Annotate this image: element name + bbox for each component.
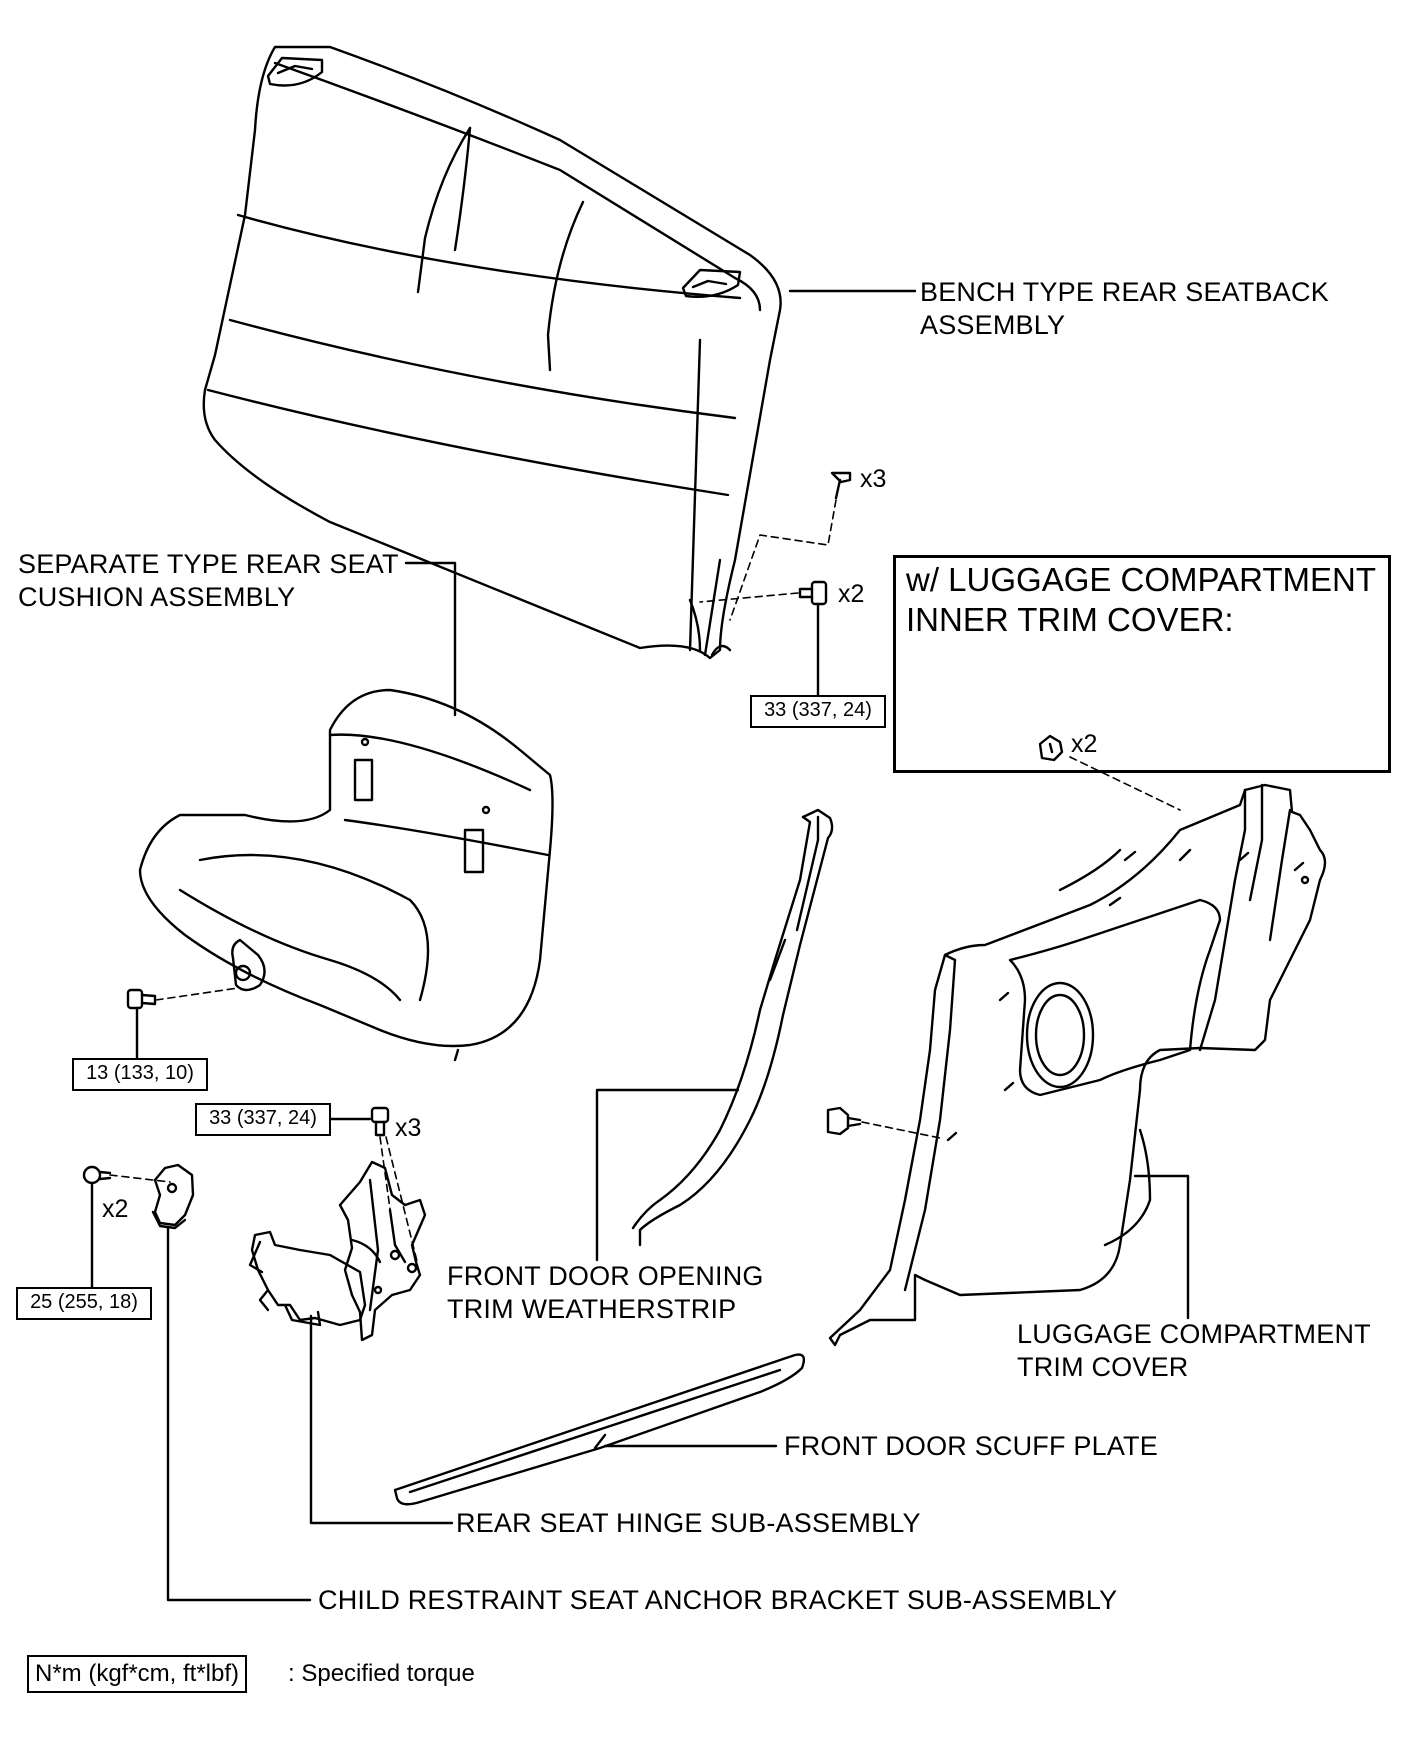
inset-clip-icon — [1038, 734, 1064, 762]
hinge-label-leader — [309, 1314, 454, 1525]
rear-seatback-drawing — [202, 45, 782, 660]
luggage-clip-icon — [826, 1106, 862, 1136]
inner-trim-cover-inset: w/ LUGGAGE COMPARTMENT INNER TRIM COVER:… — [893, 555, 1391, 773]
inset-title-line-2: INNER TRIM COVER: — [906, 601, 1234, 638]
seatback-clip-quantity: x3 — [860, 465, 887, 493]
anchor-bolt-leader — [109, 1174, 171, 1183]
hinge-torque-box: 33 (337, 24) — [195, 1103, 331, 1136]
luggage-trim-label: LUGGAGE COMPARTMENT TRIM COVER — [1017, 1318, 1371, 1384]
seatback-bolt-quantity: x2 — [838, 580, 865, 608]
hinge-bolt-quantity: x3 — [395, 1114, 422, 1142]
seatback-clip-icon — [830, 471, 852, 500]
hinge-label: REAR SEAT HINGE SUB-ASSEMBLY — [456, 1508, 921, 1538]
torque-unit-legend: N*m (kgf*cm, ft*lbf) — [27, 1655, 248, 1693]
inset-title-line-1: w/ LUGGAGE COMPARTMENT — [906, 561, 1376, 598]
seatback-label-line-1: BENCH TYPE REAR SEATBACK — [920, 277, 1329, 307]
seatback-torque-box: 33 (337, 24) — [750, 695, 886, 728]
inset-clip-quantity: x2 — [1071, 730, 1098, 758]
weatherstrip-label: FRONT DOOR OPENING TRIM WEATHERSTRIP — [447, 1260, 764, 1326]
torque-legend-description: : Specified torque — [288, 1660, 475, 1687]
rear-seat-hinge-drawing — [248, 1160, 427, 1342]
luggage-clip-leader — [861, 1121, 941, 1139]
weatherstrip-label-line-2: TRIM WEATHERSTRIP — [447, 1294, 737, 1324]
scuff-plate-drawing — [393, 1353, 806, 1506]
seatback-bolt-leader — [699, 592, 799, 603]
luggage-trim-label-leader — [1133, 1174, 1190, 1320]
anchor-torque-box: 25 (255, 18) — [16, 1287, 152, 1320]
luggage-trim-label-line-2: TRIM COVER — [1017, 1352, 1189, 1382]
weatherstrip-label-leader — [595, 1088, 740, 1262]
hinge-bolt-leader — [379, 1136, 419, 1266]
anchor-label-leader — [166, 1226, 312, 1602]
luggage-trim-label-line-1: LUGGAGE COMPARTMENT — [1017, 1319, 1371, 1349]
rear-seat-cushion-drawing — [138, 688, 554, 1062]
scuff-plate-label: FRONT DOOR SCUFF PLATE — [784, 1431, 1158, 1461]
anchor-bracket-label: CHILD RESTRAINT SEAT ANCHOR BRACKET SUB-… — [318, 1585, 1118, 1615]
seatback-bolt-icon — [798, 580, 828, 606]
hinge-bolt-icon — [370, 1106, 390, 1137]
inset-title: w/ LUGGAGE COMPARTMENT INNER TRIM COVER: — [906, 560, 1376, 640]
cushion-label-line-1: SEPARATE TYPE REAR SEAT — [18, 549, 399, 579]
anchor-bolt-quantity: x2 — [102, 1195, 129, 1223]
cushion-label-leader — [404, 561, 457, 717]
seatback-label-line-2: ASSEMBLY — [920, 310, 1066, 340]
weatherstrip-label-line-1: FRONT DOOR OPENING — [447, 1261, 764, 1291]
luggage-trim-cover-drawing — [828, 783, 1327, 1347]
inset-clip-leader — [1069, 756, 1181, 811]
cushion-label-line-2: CUSHION ASSEMBLY — [18, 582, 296, 612]
anchor-bracket-drawing — [151, 1163, 195, 1230]
cushion-label: SEPARATE TYPE REAR SEAT CUSHION ASSEMBLY — [18, 548, 399, 614]
weatherstrip-drawing — [631, 808, 834, 1247]
anchor-bolt-icon — [82, 1165, 112, 1185]
cushion-bolt-icon — [126, 988, 157, 1010]
seatback-clip-leader — [729, 499, 837, 621]
seatback-label: BENCH TYPE REAR SEATBACK ASSEMBLY — [920, 276, 1329, 342]
cushion-bolt-leader — [155, 987, 239, 1001]
cushion-torque-box: 13 (133, 10) — [72, 1058, 208, 1091]
